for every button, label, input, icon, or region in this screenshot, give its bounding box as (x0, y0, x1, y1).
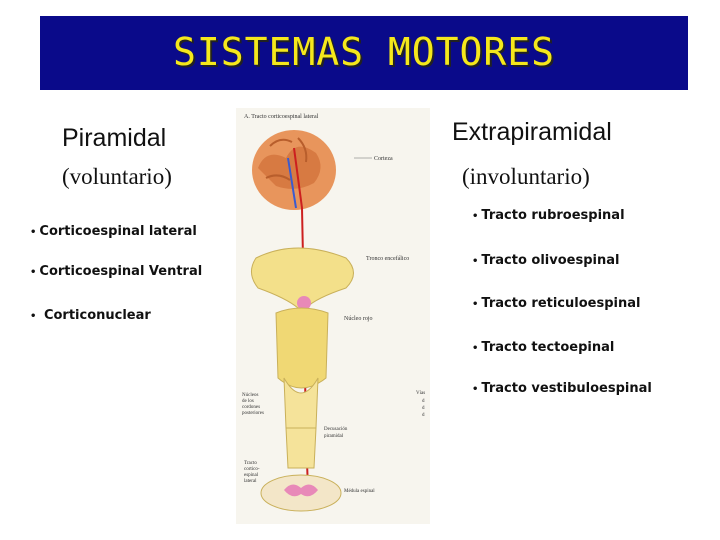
label-vias: d (422, 413, 425, 418)
title-banner: SISTEMAS MOTORES (40, 16, 688, 90)
label-tract: espinal (244, 473, 259, 478)
pyramidal-item: •Corticoespinal Ventral (30, 264, 203, 279)
brain-spinal-cord-figure: A. Tracto corticoespinal lateral Corteza… (236, 108, 430, 524)
pyramidal-item: • Corticonuclear (30, 308, 151, 323)
pyramidal-subheading: (voluntario) (62, 164, 172, 189)
label-red-nucleus: Núcleo rojo (344, 316, 373, 322)
label-spinal-cord: Médula espinal (344, 489, 375, 494)
label-brainstem: Tronco encefálico (366, 255, 409, 262)
label-vias: Vías (416, 391, 425, 396)
label-nuclei: de los (242, 399, 254, 404)
label-vias: d (422, 406, 425, 411)
pyramidal-item: •Corticoespinal lateral (30, 224, 197, 239)
label-nuclei: cordones (242, 405, 260, 410)
extrapyramidal-item: •Tracto vestibuloespinal (472, 381, 652, 396)
extrapyramidal-item-label: Tracto olivoespinal (481, 253, 620, 268)
pyramidal-item-label: Corticonuclear (43, 308, 151, 323)
extrapyramidal-item: •Tracto reticuloespinal (472, 296, 641, 311)
extrapyramidal-heading: Extrapiramidal (452, 118, 612, 146)
extrapyramidal-item: •Tracto rubroespinal (472, 208, 625, 223)
label-tract: cortico- (244, 467, 260, 472)
label-tract: lateral (244, 479, 257, 484)
slide-title: SISTEMAS MOTORES (172, 30, 556, 74)
label-tract: Tracto (244, 461, 257, 466)
extrapyramidal-item-label: Tracto reticuloespinal (481, 296, 641, 311)
pyramidal-item-label: Corticoespinal Ventral (39, 264, 203, 279)
red-nucleus (297, 296, 311, 310)
extrapyramidal-item-label: Tracto vestibuloespinal (481, 381, 652, 396)
medulla (275, 307, 329, 389)
label-nuclei: Núcleos (242, 393, 258, 398)
extrapyramidal-item: •Tracto olivoespinal (472, 253, 620, 268)
label-decussation: Decusación (324, 427, 348, 432)
extrapyramidal-item-label: Tracto tectoepinal (481, 340, 615, 355)
label-cortex: Corteza (374, 156, 393, 162)
label-nuclei: posteriores (242, 411, 264, 416)
label-decussation: piramidal (324, 434, 344, 439)
extrapyramidal-subheading: (involuntario) (462, 164, 590, 189)
pons (251, 247, 354, 309)
extrapyramidal-item: •Tracto tectoepinal (472, 340, 615, 355)
figure-caption: A. Tracto corticoespinal lateral (244, 114, 319, 120)
label-vias: d (422, 399, 425, 404)
pyramidal-item-label: Corticoespinal lateral (39, 224, 197, 239)
pyramidal-heading: Piramidal (62, 124, 167, 152)
extrapyramidal-item-label: Tracto rubroespinal (481, 208, 625, 223)
